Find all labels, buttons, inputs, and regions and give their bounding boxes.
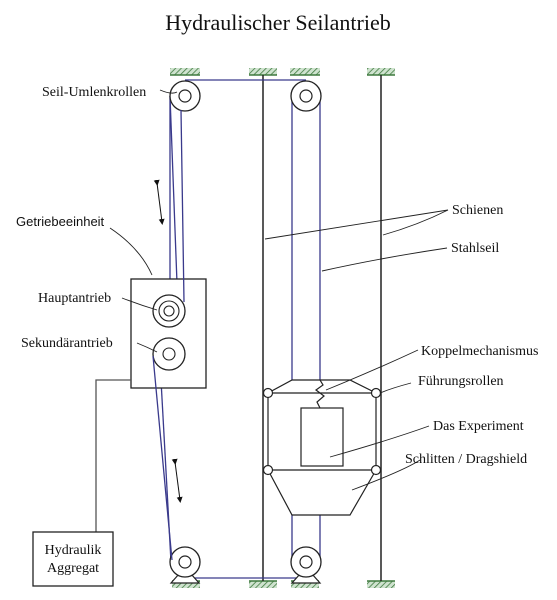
label-sekundaerantrieb: Sekundärantrieb <box>21 336 113 351</box>
ground-hatch <box>172 581 200 588</box>
ground-hatch <box>249 68 277 75</box>
label-getriebeeinheit: Getriebeeinheit <box>16 214 105 229</box>
ground-anchors-top <box>170 68 395 76</box>
motion-arrow-down <box>171 458 183 503</box>
label-stahlseil: Stahlseil <box>451 241 499 256</box>
label-schlitten: Schlitten / Dragshield <box>405 452 527 467</box>
experiment-box <box>300 407 344 467</box>
hydraulic-unit-label-2: Aggregat <box>47 561 99 576</box>
pulley-bottom-right <box>290 546 322 584</box>
pulley-top-right <box>290 80 322 112</box>
diagram-title: Hydraulischer Seilantrieb <box>165 10 390 35</box>
pulley-top-left <box>169 80 201 112</box>
leader-lines <box>109 89 449 491</box>
ground-hatch <box>290 68 320 75</box>
sled-assembly <box>267 379 377 516</box>
ground-hatch <box>249 581 277 588</box>
label-seil-umlenkrollen: Seil-Umlenkrollen <box>42 85 146 100</box>
motion-arrow-up <box>153 179 165 225</box>
secondary-drive-wheel <box>152 337 186 371</box>
guide-rollers <box>262 387 382 476</box>
label-fuehrungsrollen: Führungsrollen <box>418 374 504 389</box>
ground-hatch <box>367 581 395 588</box>
hydraulic-unit-box <box>32 531 114 587</box>
hydraulic-line <box>95 379 131 532</box>
ground-hatch <box>291 581 319 588</box>
steel-cable <box>159 79 321 579</box>
label-das-experiment: Das Experiment <box>433 419 524 434</box>
label-koppelmechanismus: Koppelmechanismus <box>421 344 538 359</box>
ground-hatch <box>170 68 200 75</box>
ground-anchors-bottom <box>172 580 395 588</box>
pulley-bottom-left <box>169 546 201 584</box>
coupling-spring <box>314 379 325 409</box>
cable-segment <box>180 109 185 303</box>
main-drive-wheel <box>152 294 186 328</box>
hydraulic-unit-label-1: Hydraulik <box>45 543 102 558</box>
label-hauptantrieb: Hauptantrieb <box>38 291 111 306</box>
label-schienen: Schienen <box>452 203 503 218</box>
ground-hatch <box>367 68 395 75</box>
cable-segment <box>152 355 173 561</box>
